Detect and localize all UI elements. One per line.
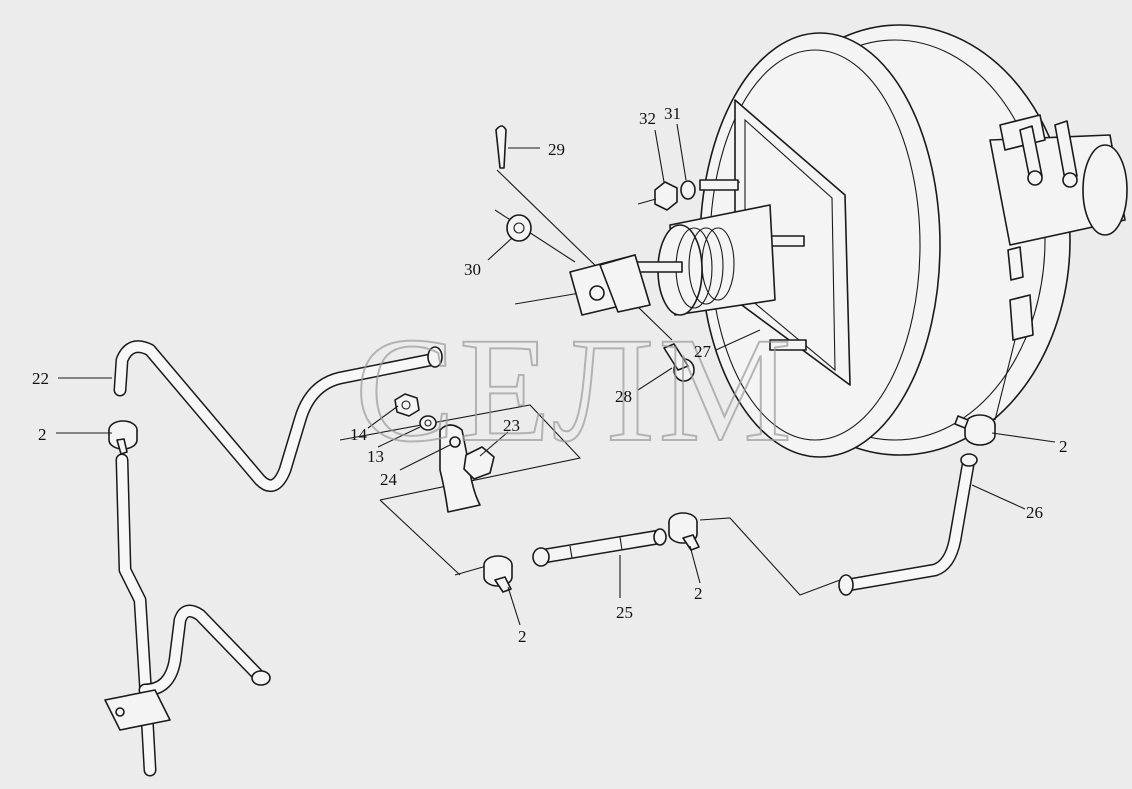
callout-labels: 22 2 14 13 24 23 29 30 28 27 32 31 2 25 … <box>32 104 1068 646</box>
callout-30: 30 <box>464 260 481 279</box>
callout-31: 31 <box>664 104 681 123</box>
callout-13: 13 <box>367 447 384 466</box>
bracket-assembly <box>339 393 582 576</box>
callout-29: 29 <box>548 140 565 159</box>
vacuum-hose-26 <box>838 339 1016 596</box>
callout-32: 32 <box>639 109 656 128</box>
hose-clamp-2-middle-left <box>483 555 513 593</box>
leader-lines <box>56 123 1056 626</box>
vacuum-tube-25 <box>454 517 841 596</box>
callout-28: 28 <box>615 387 632 406</box>
callout-23: 23 <box>503 416 520 435</box>
callout-14: 14 <box>350 425 368 444</box>
callout-25: 25 <box>616 603 633 622</box>
callout-22: 22 <box>32 369 49 388</box>
clevis-assembly <box>494 125 696 382</box>
callout-26: 26 <box>1026 503 1043 522</box>
hose-clamp-2-right <box>954 414 996 446</box>
watermark: СЕЛМ <box>355 307 796 473</box>
callout-2-middle: 2 <box>694 584 703 603</box>
callout-27: 27 <box>694 342 712 361</box>
callout-24: 24 <box>380 470 398 489</box>
vacuum-hose-22 <box>113 340 443 493</box>
callout-2-bottom: 2 <box>518 627 527 646</box>
brake-booster <box>619 24 1128 458</box>
hose-clamp-2-middle-right <box>668 512 700 551</box>
callout-2-right: 2 <box>1059 437 1068 456</box>
callout-2-left: 2 <box>38 425 47 444</box>
hose-clamp-2-left <box>108 420 138 455</box>
vacuum-pipe-left <box>104 453 271 777</box>
